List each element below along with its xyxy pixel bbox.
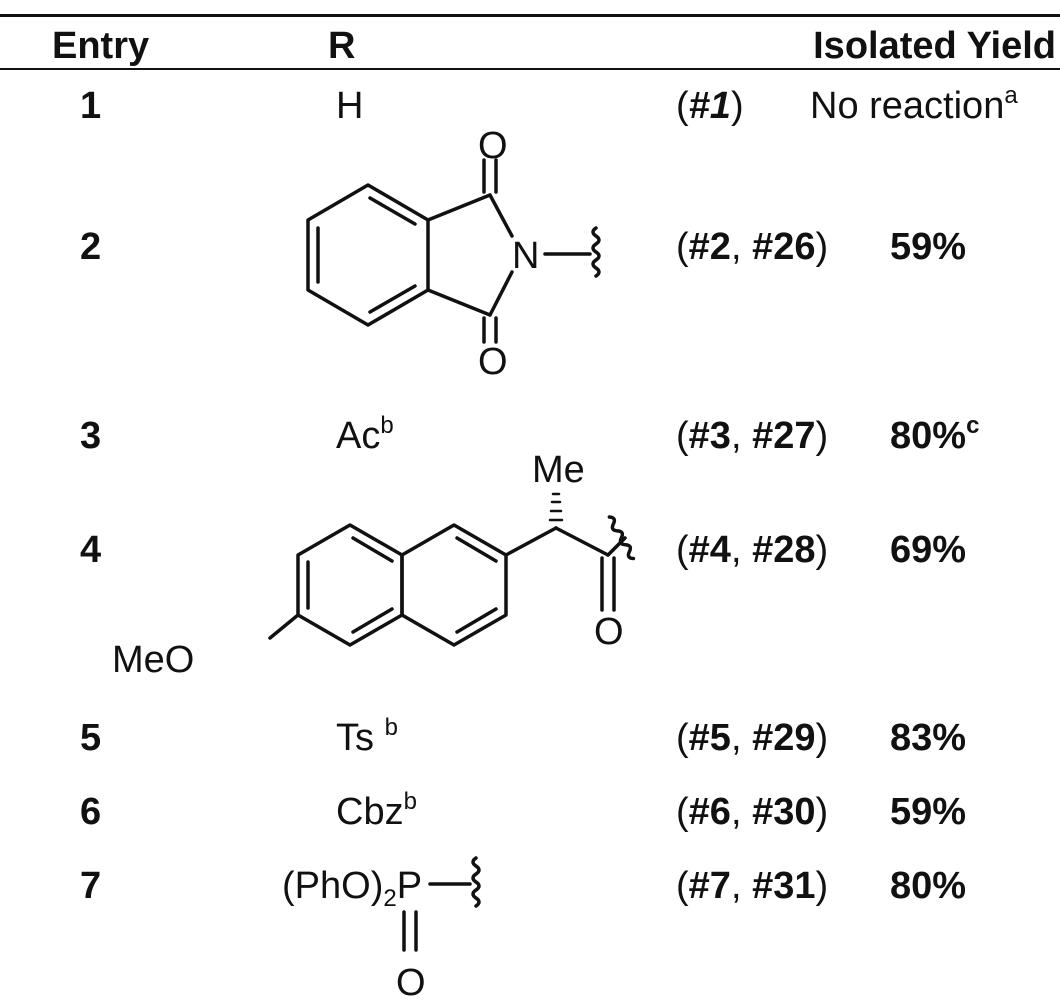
header-r: R: [328, 25, 356, 67]
entry-number: 1: [80, 85, 102, 127]
phosphoryl-structure: [402, 856, 481, 952]
r-group: Ts b: [336, 714, 398, 760]
isolated-yield: 59%: [890, 226, 967, 268]
phthalimide-nitrogen: N: [512, 235, 539, 277]
header-entry: Entry: [52, 25, 150, 67]
entry-number: 5: [80, 717, 102, 759]
entry-number: 6: [80, 791, 102, 833]
reference: (#4, #28): [676, 529, 829, 571]
naproxen-methyl: Me: [532, 449, 585, 491]
top-rule: [0, 14, 1060, 17]
hashed-bond: [548, 492, 564, 522]
reference: (#6, #30): [676, 791, 829, 833]
naproxen-structure: [268, 515, 636, 647]
reference: (#3, #27): [676, 415, 829, 457]
reference: (#7, #31): [676, 865, 829, 907]
phthalimide-oxygen-bottom: O: [478, 341, 508, 383]
phosphoryl-oxygen: O: [396, 962, 426, 1004]
reference: (#1): [676, 85, 744, 127]
entry-number: 2: [80, 226, 102, 268]
isolated-yield: 83%: [890, 717, 967, 759]
header-rule: [0, 68, 1060, 70]
isolated-yield: 59%: [890, 791, 967, 833]
phthalimide-oxygen-top: O: [478, 125, 508, 167]
isolated-yield: 80%c: [890, 412, 980, 458]
naproxen-carbonyl-oxygen: O: [594, 611, 624, 653]
r-group: Cbzb: [336, 788, 417, 834]
entry-number: 4: [80, 529, 102, 571]
r-group: H: [336, 85, 364, 127]
naproxen-methoxy: MeO: [112, 639, 194, 681]
isolated-yield: 80%: [890, 865, 967, 907]
entry-number: 3: [80, 415, 102, 457]
phthalimide-structure: [306, 158, 601, 344]
phosphoryl-label: (PhO)2P: [282, 865, 422, 912]
entry-number: 7: [80, 865, 102, 907]
isolated-yield: No reactiona: [810, 82, 1018, 128]
reference: (#5, #29): [676, 717, 829, 759]
isolated-yield: 69%: [890, 529, 967, 571]
header-isolated-yield: Isolated Yield: [813, 25, 1056, 67]
reference: (#2, #26): [676, 226, 829, 268]
r-group: Acb: [336, 412, 394, 458]
